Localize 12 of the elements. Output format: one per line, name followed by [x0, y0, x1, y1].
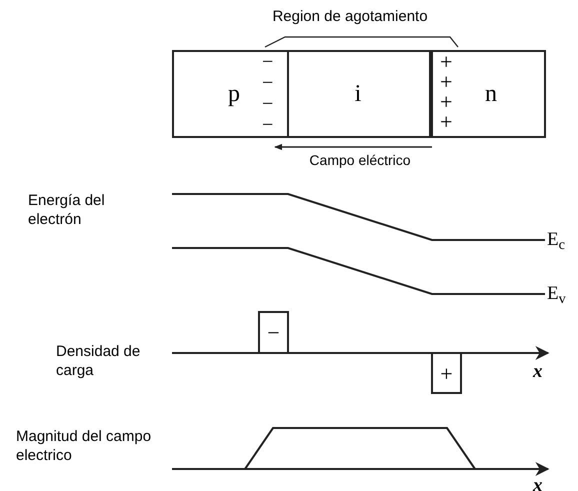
region-label: Region de agotamiento [271, 8, 429, 27]
band-label: E$_{v}$ [547, 282, 566, 306]
axis-label: x [533, 474, 542, 491]
field-label: Campo eléctrico [308, 152, 412, 170]
charge-box: + [431, 352, 462, 394]
charge-box: − [258, 311, 289, 354]
row-label: Energía del electrón [28, 192, 106, 230]
region-box: i [287, 50, 431, 138]
row-label: Magnitud del campo electrico [16, 428, 152, 466]
axis-label: x [533, 360, 542, 384]
row-label: Densidad de carga [56, 343, 142, 380]
band-label: E$_{c}$ [547, 228, 565, 252]
